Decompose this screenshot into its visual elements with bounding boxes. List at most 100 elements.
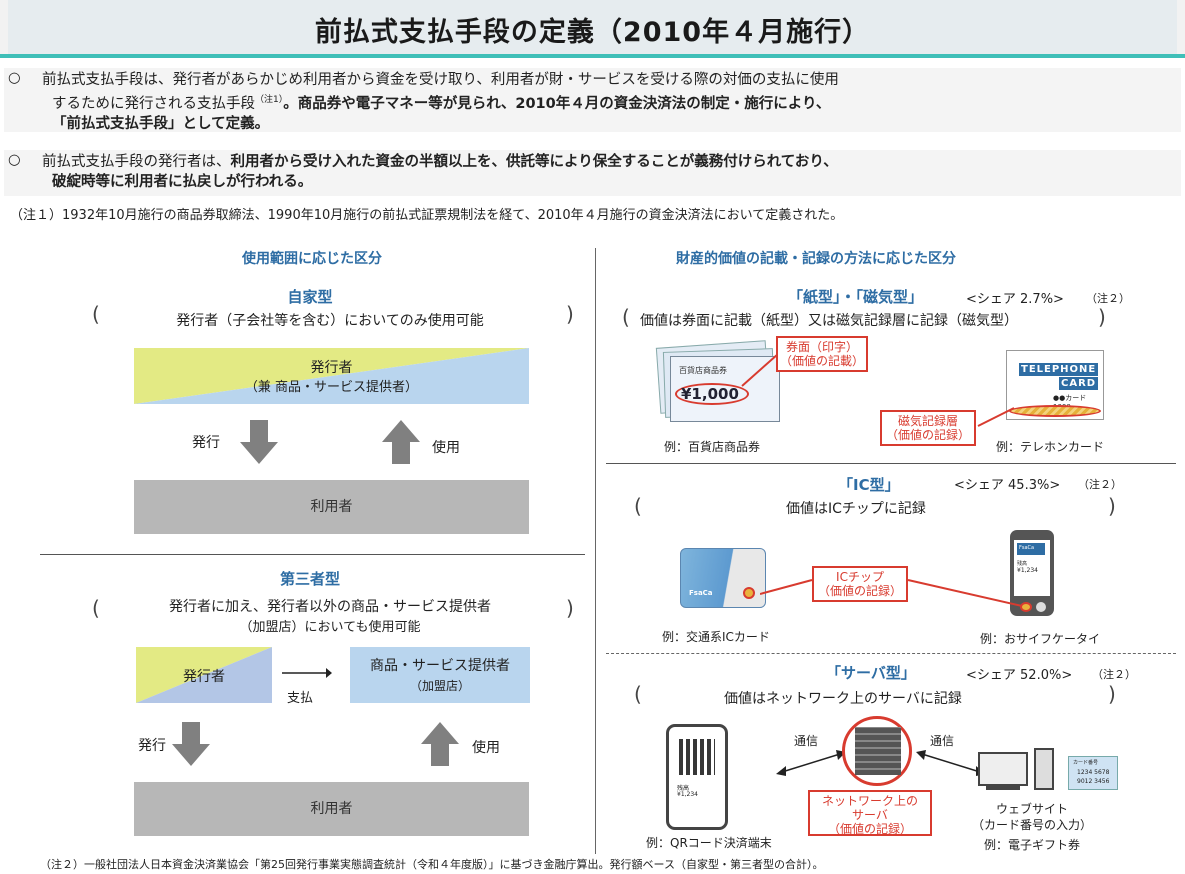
server-label-1: ネットワーク上の bbox=[821, 794, 918, 808]
paper-type-title: 「紙型」・「磁気型」 bbox=[788, 288, 924, 306]
bullet: ○ bbox=[8, 152, 21, 168]
server-icon bbox=[842, 716, 912, 786]
chip-link-lines bbox=[760, 579, 1023, 607]
up-arrow-icon bbox=[382, 420, 420, 464]
issuer-box-2: 発行者 bbox=[136, 647, 272, 703]
bracket-right: ) bbox=[566, 596, 574, 620]
ic-note: （注２） bbox=[1078, 478, 1122, 491]
bracket-right: ) bbox=[1108, 682, 1116, 706]
chip-callout: ICチップ （価値の記録） bbox=[812, 566, 908, 602]
gift-card: カード番号 1234 5678 9012 3456 bbox=[1068, 756, 1118, 790]
issuer-box: 発行者 （兼 商品・サービス提供者） bbox=[134, 348, 529, 404]
provider-sub: （加盟店） bbox=[409, 679, 470, 693]
point-1-line2b: 。商品券や電子マネー等が見られ、2010年４月の資金決済法の制定・施行により、 bbox=[283, 95, 831, 112]
bracket-right: ) bbox=[566, 302, 574, 326]
website-sub: （カード番号の入力） bbox=[971, 818, 1092, 832]
issuer-label: 発行者 bbox=[310, 360, 353, 376]
comm-label-2: 通信 bbox=[930, 734, 955, 748]
third-type-desc2: （加盟店）においても使用可能 bbox=[239, 620, 421, 635]
chip-icon bbox=[743, 587, 755, 599]
card-number-2: 9012 3456 bbox=[1077, 778, 1110, 785]
footnote-1: （注１）1932年10月施行の商品券取締法、1990年10月施行の前払式証票規制… bbox=[10, 208, 844, 223]
use-label: 使用 bbox=[472, 740, 500, 756]
provider-box: 商品・サービス提供者 （加盟店） bbox=[350, 647, 530, 703]
qr-balance: 残高 bbox=[677, 785, 690, 792]
server-label-3: （価値の記録） bbox=[827, 822, 912, 836]
double-arrow-icon bbox=[776, 750, 846, 776]
server-callout: ネットワーク上の サーバ （価値の記録） bbox=[808, 790, 932, 836]
own-type-desc: 発行者（子会社等を含む）においてのみ使用可能 bbox=[176, 313, 484, 329]
point-1-line3: 「前払式支払手段」として定義。 bbox=[52, 115, 270, 132]
point-1-line1: 前払式支払手段は、発行者があらかじめ利用者から資金を受け取り、利用者が財・サービ… bbox=[42, 72, 839, 88]
monitor-icon bbox=[978, 752, 1028, 786]
tel-line2: CARD bbox=[1059, 377, 1099, 390]
chip-label: ICチップ bbox=[836, 570, 884, 584]
mobile-phone: FsaCa 残高 ¥1,234 bbox=[1010, 530, 1054, 616]
right-arrow-icon bbox=[282, 668, 332, 678]
example-gift: 例：電子ギフト券 bbox=[984, 838, 1081, 852]
use-label: 使用 bbox=[432, 440, 460, 456]
divider bbox=[40, 554, 585, 555]
user-box: 利用者 bbox=[134, 480, 529, 534]
example-qr: 例：QRコード決済端末 bbox=[646, 836, 772, 850]
point-1-line2a: するために発行される支払手段 bbox=[52, 95, 255, 112]
pay-label: 支払 bbox=[287, 691, 314, 706]
phone-value: ¥1,234 bbox=[1017, 567, 1038, 574]
point-2-line2: 破綻時等に利用者に払戻しが行われる。 bbox=[52, 174, 313, 190]
ic-share: <シェア 45.3%> bbox=[954, 478, 1061, 493]
card-head: カード番号 bbox=[1073, 760, 1099, 766]
paper-share: <シェア 2.7%> bbox=[966, 292, 1064, 307]
chip-icon bbox=[1020, 602, 1032, 612]
up-arrow-icon bbox=[421, 722, 459, 766]
point-2-line1b: 利用者から受け入れた資金の半額以上を、供託等により保全することが義務付けられてお… bbox=[230, 154, 838, 170]
magnetic-stripe bbox=[1009, 405, 1101, 417]
paper-note: （注２） bbox=[1086, 292, 1130, 305]
face-callout: 券面（印字） （価値の記載） bbox=[776, 336, 868, 372]
comm-label-1: 通信 bbox=[794, 734, 819, 748]
divider bbox=[606, 653, 1176, 654]
point-2: ○ 前払式支払手段の発行者は、利用者から受け入れた資金の半額以上を、供託等により… bbox=[4, 150, 1181, 196]
bracket-left: ( bbox=[92, 302, 100, 326]
down-arrow-icon bbox=[172, 722, 210, 766]
qr-value: ¥1,234 bbox=[677, 791, 698, 798]
qr-terminal: 残高 ¥1,234 bbox=[666, 724, 728, 830]
third-type-desc1: 発行者に加え、発行者以外の商品・サービス提供者 bbox=[169, 599, 491, 615]
ic-type-title: 「IC型」 bbox=[838, 476, 900, 494]
server-type-title: 「サーバ型」 bbox=[826, 664, 916, 682]
ic-desc: 価値はICチップに記録 bbox=[786, 501, 926, 517]
example-voucher: 例：百貨店商品券 bbox=[664, 440, 761, 454]
server-share: <シェア 52.0%> bbox=[966, 668, 1073, 683]
mag-label: 磁気記録層 bbox=[897, 414, 958, 428]
example-osaifu: 例：おサイフケータイ bbox=[980, 632, 1101, 646]
point-1: ○ 前払式支払手段は、発行者があらかじめ利用者から資金を受け取り、利用者が財・サ… bbox=[4, 68, 1181, 132]
home-button bbox=[1036, 602, 1046, 612]
mag-sub: （価値の記録） bbox=[885, 428, 970, 442]
monitor-stand bbox=[986, 786, 1020, 790]
title-bar bbox=[0, 0, 1185, 58]
bracket-right: ) bbox=[1108, 494, 1116, 518]
bracket-right: ) bbox=[1098, 305, 1106, 329]
paper-desc: 価値は券面に記載（紙型）又は磁気記録層に記録（磁気型） bbox=[640, 313, 1018, 329]
user-box: 利用者 bbox=[134, 782, 529, 836]
server-label-2: サーバ bbox=[852, 808, 888, 822]
issue-label: 発行 bbox=[138, 738, 166, 754]
bracket-left: ( bbox=[622, 305, 630, 329]
column-divider bbox=[595, 248, 596, 854]
note-ref: （注1） bbox=[255, 95, 284, 105]
phone-balance: 残高 bbox=[1017, 561, 1028, 567]
voucher-name: 百貨店商品券 bbox=[679, 366, 727, 375]
mag-callout: 磁気記録層 （価値の記録） bbox=[880, 410, 976, 446]
server-desc: 価値はネットワーク上のサーバに記録 bbox=[724, 691, 962, 707]
website-label: ウェブサイト bbox=[995, 802, 1068, 816]
ic-card-logo: FsaCa bbox=[689, 589, 713, 597]
point-2-line1a: 前払式支払手段の発行者は、 bbox=[42, 154, 231, 170]
right-heading: 財産的価値の記載・記録の方法に応じた区分 bbox=[676, 251, 956, 267]
issuer-sub: （兼 商品・サービス提供者） bbox=[244, 380, 419, 395]
divider bbox=[606, 463, 1176, 464]
tel-line1: TELEPHONE bbox=[1019, 363, 1099, 376]
telephone-card: TELEPHONE CARD ●●カード 1000 bbox=[1006, 350, 1104, 420]
provider-label: 商品・サービス提供者 bbox=[370, 658, 510, 674]
issuer-label: 発行者 bbox=[183, 669, 225, 685]
callout-line bbox=[977, 407, 1015, 427]
chip-sub: （価値の記録） bbox=[817, 584, 902, 598]
